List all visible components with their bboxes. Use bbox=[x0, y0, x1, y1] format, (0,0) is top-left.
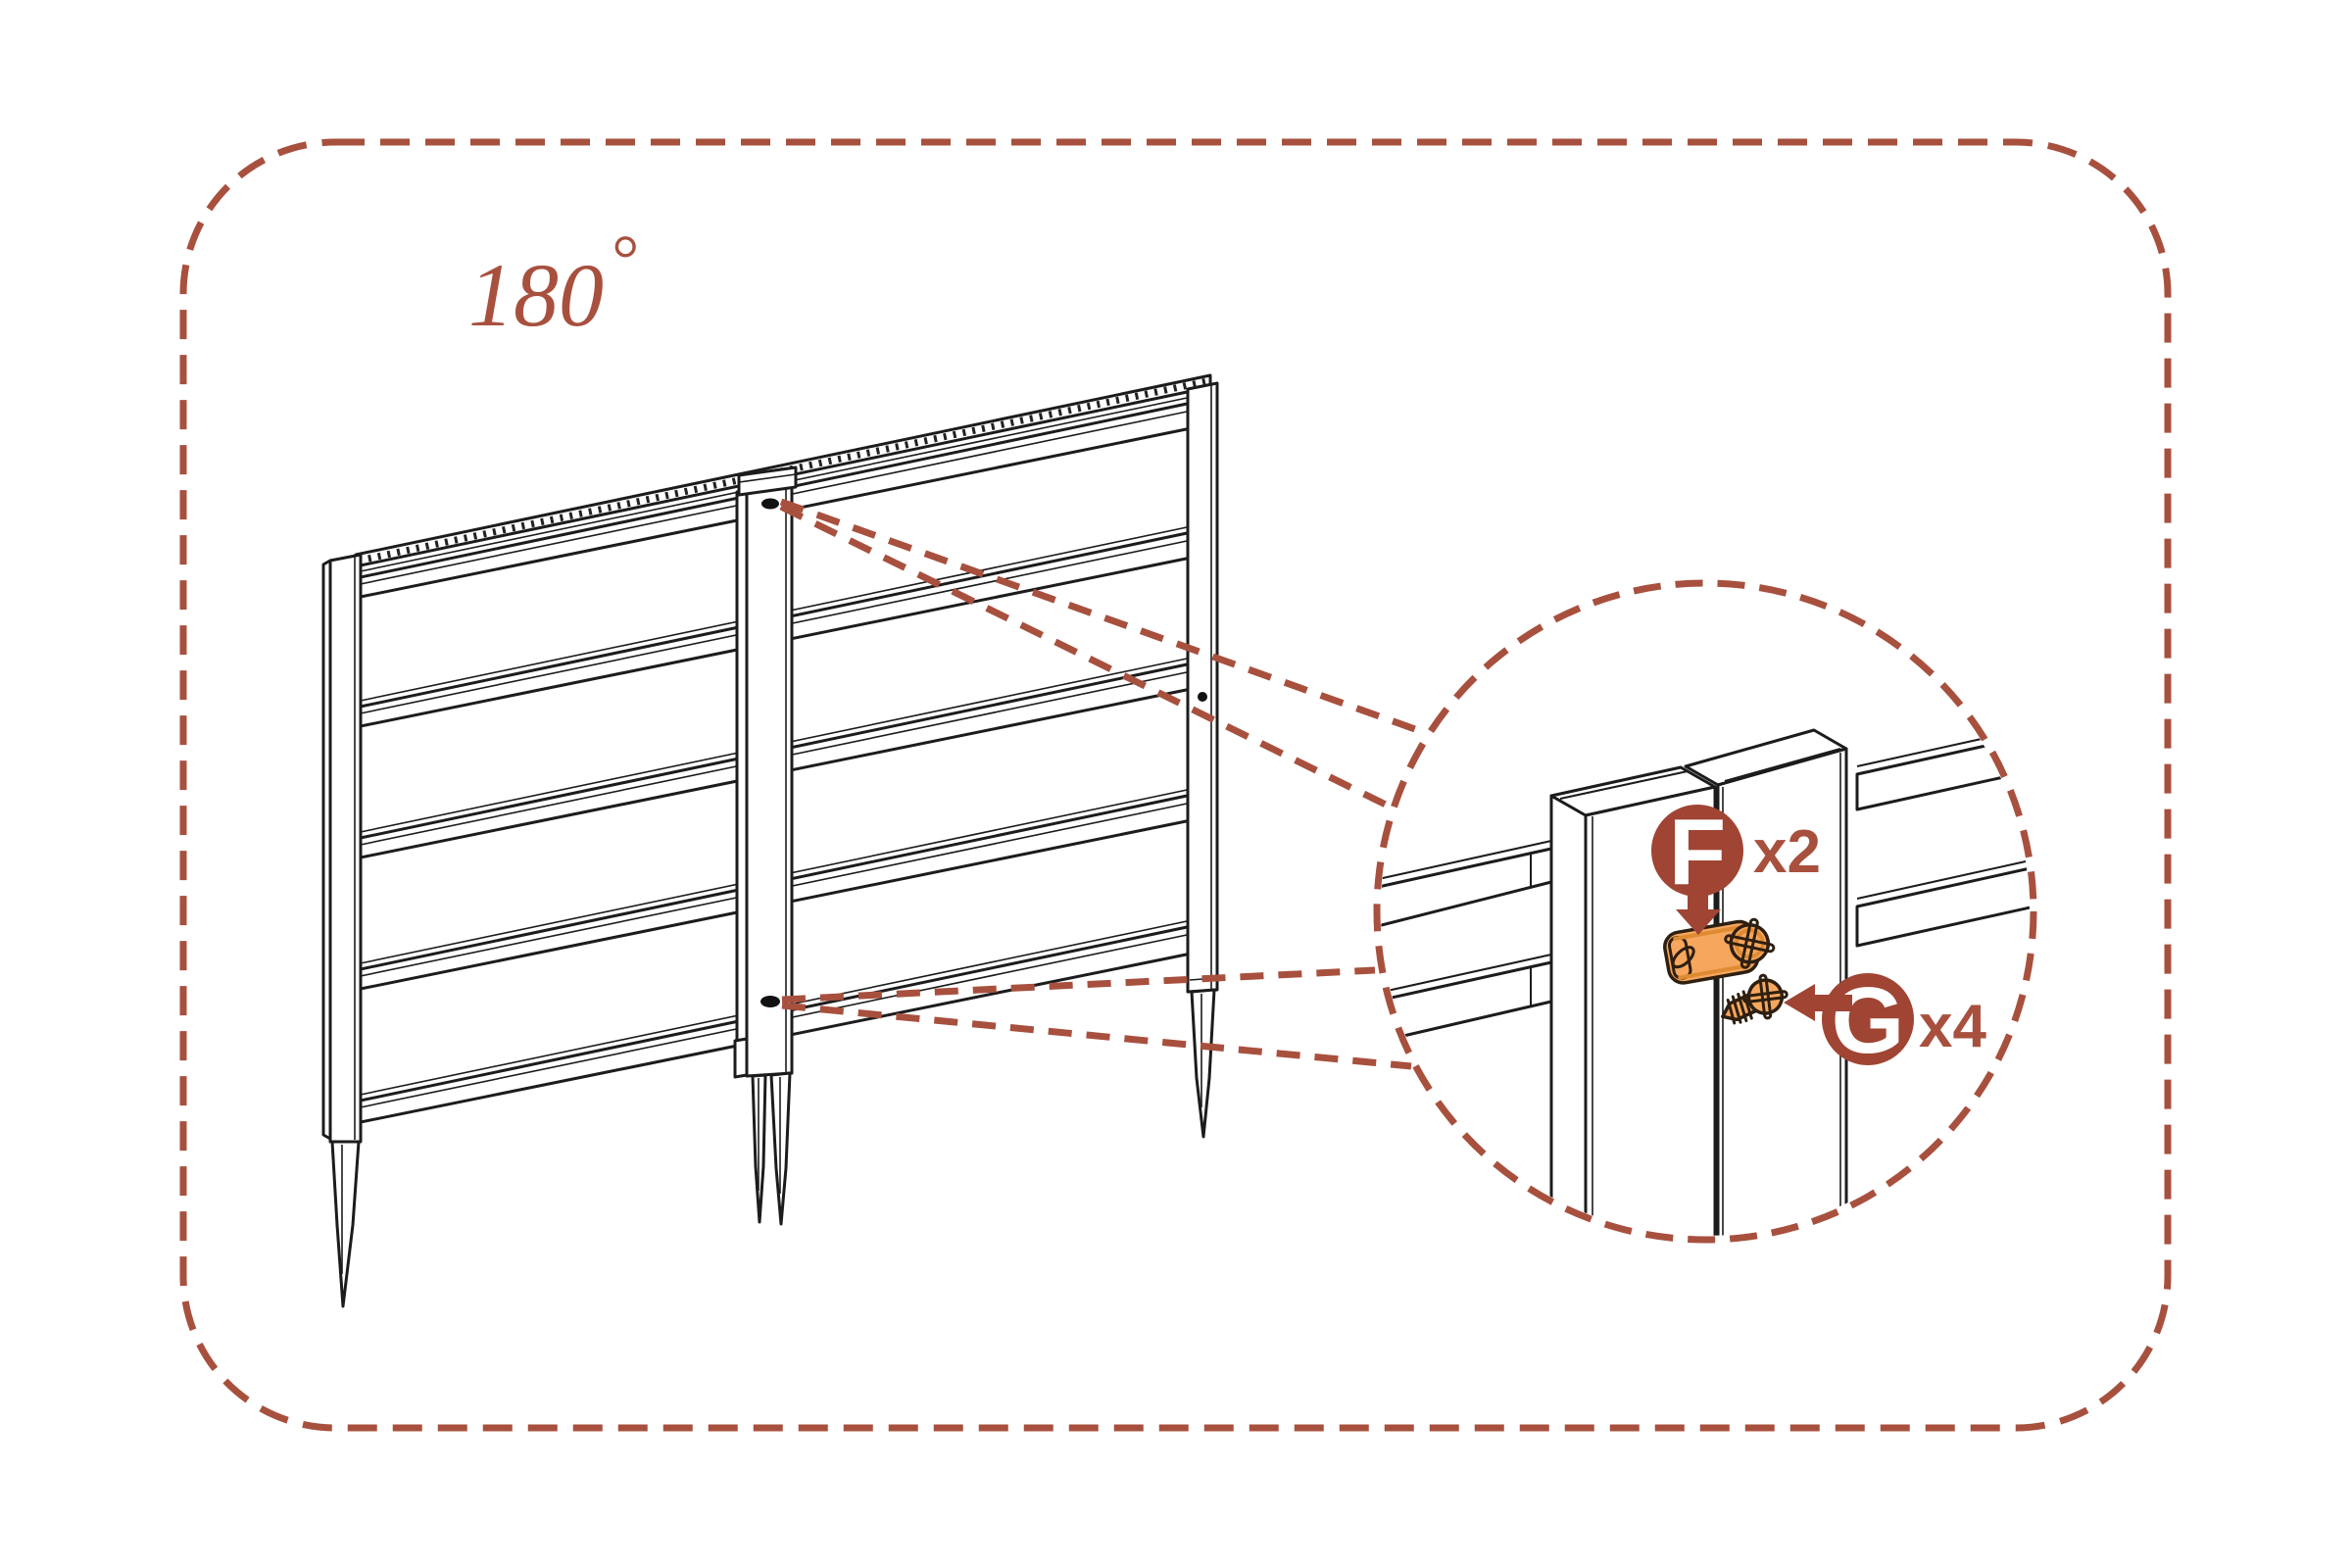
closeup-rail-left bbox=[1381, 840, 1553, 1045]
closeup-post-left bbox=[1549, 765, 1717, 1236]
detail-circle bbox=[1373, 579, 2037, 1244]
closeup-rail-right bbox=[1855, 726, 2030, 948]
leader-line bbox=[781, 1002, 1412, 1070]
middle-post bbox=[733, 466, 798, 1226]
fence-illustration bbox=[321, 373, 1219, 1308]
connection-hole-right bbox=[1198, 692, 1207, 702]
phillips-slot-icon bbox=[1741, 973, 1788, 1020]
callout-leader-lines bbox=[779, 498, 1428, 1070]
part-f-callout: F x2 bbox=[1651, 800, 1821, 935]
angle-value: 180 bbox=[468, 245, 604, 345]
arrow-down-icon bbox=[1676, 884, 1721, 935]
post-foot bbox=[733, 1037, 749, 1079]
part-f-badge bbox=[1651, 805, 1743, 897]
phillips-slot-icon bbox=[1724, 917, 1776, 969]
wood-screw bbox=[1721, 973, 1788, 1025]
detail-closeup bbox=[1381, 726, 2030, 1236]
arrow-left-icon bbox=[1784, 984, 1852, 1021]
connection-hole-top bbox=[761, 498, 779, 510]
left-post bbox=[321, 553, 363, 1308]
ground-stake bbox=[330, 1140, 361, 1308]
ground-stake bbox=[751, 1071, 792, 1226]
ground-stake bbox=[1190, 988, 1216, 1139]
connection-hole-bottom bbox=[760, 996, 780, 1007]
right-post bbox=[1186, 381, 1219, 1139]
leader-line bbox=[781, 966, 1376, 1004]
degree-icon: ° bbox=[610, 222, 637, 298]
leader-line bbox=[779, 503, 1394, 811]
step-dashed-border bbox=[179, 138, 2172, 1432]
part-f-qty: x2 bbox=[1753, 818, 1821, 886]
closeup-post-right bbox=[1684, 728, 1848, 1236]
barrel-nut bbox=[1663, 917, 1776, 985]
part-g-callout: G x4 bbox=[1784, 968, 1986, 1073]
part-g-qty: x4 bbox=[1919, 993, 1986, 1060]
part-g-letter: G bbox=[1832, 968, 1905, 1073]
angle-label: 180° bbox=[468, 222, 637, 345]
post-cap bbox=[737, 466, 798, 497]
